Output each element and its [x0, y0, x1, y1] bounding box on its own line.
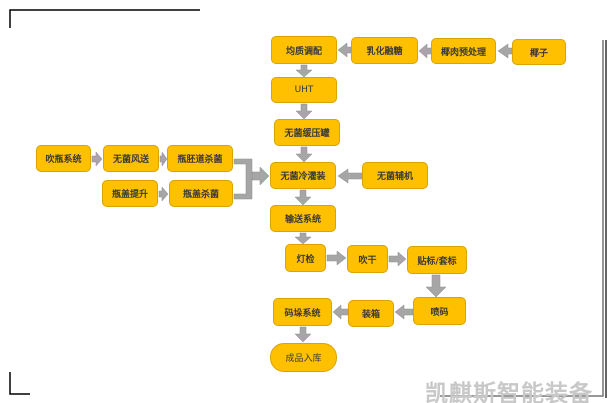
frame-top-left: [9, 9, 200, 28]
arrow-pretreat-emulsify: [418, 43, 432, 59]
node-label: 贴标/套标: [407, 246, 467, 274]
node-cap-lift: 瓶盖提升: [102, 180, 158, 207]
node-pallet: 码垛系统: [273, 298, 332, 326]
node-cap-sterilize: 瓶盖杀菌: [169, 180, 233, 207]
arrow-conveyor-inspect: [294, 232, 312, 245]
arrow-coconut-pretreat: [497, 43, 513, 59]
arrow-dry-label: [388, 251, 407, 267]
node-conveyor: 输送系统: [270, 205, 336, 232]
arrow-uht-tank: [295, 103, 313, 120]
watermark: 凯麒斯智能装备: [425, 381, 593, 403]
arrow-pallet-store: [294, 326, 312, 343]
arrow-tank-filling: [295, 146, 313, 163]
arrow-inspect-dry: [326, 250, 347, 266]
arrow-emulsify-homogenize: [337, 42, 352, 58]
node-aux: 无菌辅机: [362, 162, 428, 189]
node-store: 成品入库: [270, 343, 337, 372]
arrow-label-code: [425, 274, 447, 298]
node-homogenize: 均质调配: [271, 36, 337, 64]
arrow-pack-pallet: [332, 304, 349, 320]
node-coconut: 椰子: [512, 39, 566, 65]
node-tank: 无菌缓压罐: [274, 119, 340, 146]
merge-bracket: [233, 158, 253, 200]
node-dry: 吹干: [347, 245, 388, 273]
frame-bottom-left: [9, 372, 30, 395]
node-code: 喷码: [413, 297, 466, 325]
arrow-air-preform: [159, 151, 168, 167]
node-uht: UHT: [271, 77, 337, 103]
node-inspect: 灯检: [285, 244, 326, 272]
arrow-code-pack: [394, 304, 414, 320]
node-blow: 吹瓶系统: [36, 145, 91, 172]
node-filling: 无菌冷灌装: [270, 162, 336, 189]
node-air: 无菌风送: [103, 145, 159, 172]
node-preform-sterilize: 瓶胚道杀菌: [167, 145, 233, 172]
arrow-homogenize-uht: [295, 64, 313, 78]
arrow-caplift-capsterilize: [158, 186, 169, 202]
arrow-blow-air: [91, 151, 103, 167]
arrow-filling-conveyor: [294, 189, 312, 206]
node-pretreat: 椰肉预处理: [431, 38, 496, 64]
arrow-aux-filling: [337, 168, 363, 184]
node-pack: 装箱: [348, 300, 394, 327]
arrow-merge-filling: [251, 166, 270, 186]
frame-corners: [9, 9, 607, 398]
frame-bottom-right: [440, 40, 604, 397]
node-emulsify: 乳化融糖: [351, 37, 418, 64]
